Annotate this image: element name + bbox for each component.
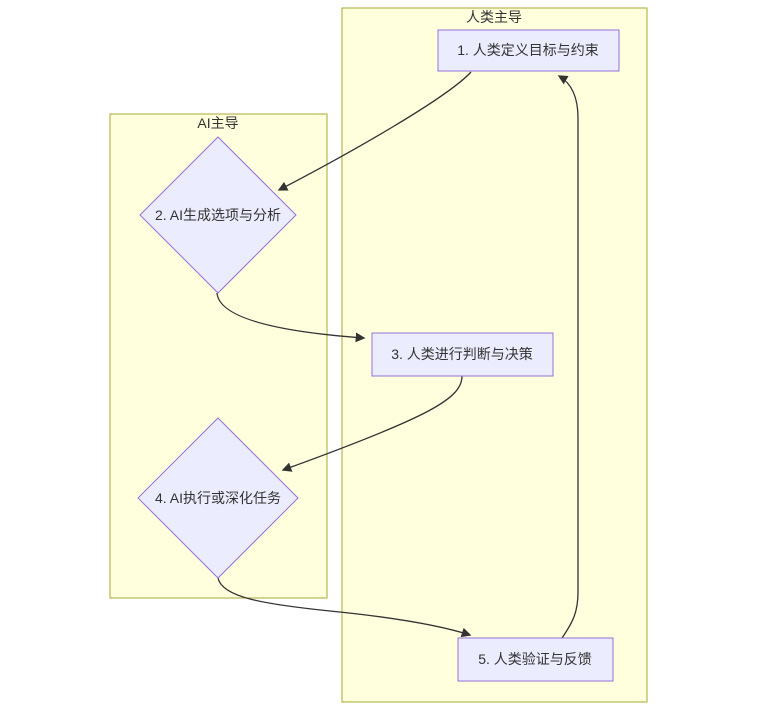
node-step3: 3. 人类进行判断与决策 (371, 332, 554, 377)
node-step4-diamond (137, 417, 299, 579)
node-step1-label: 1. 人类定义目标与约束 (457, 42, 599, 58)
node-step2-diamond (139, 136, 297, 294)
edge-step5-step1 (557, 75, 579, 639)
node-step2: 2. AI生成选项与分析 (139, 136, 297, 294)
node-step5-box (457, 637, 614, 682)
edge-step4-step5 (217, 577, 472, 638)
node-step1-box (437, 29, 620, 72)
node-step5: 5. 人类验证与反馈 (457, 637, 614, 682)
edge-step1-step2 (277, 71, 472, 191)
edge-layer (216, 71, 579, 639)
edge-step3-step4 (281, 375, 463, 472)
edge-step2-step3 (216, 292, 366, 343)
node-step3-box (371, 332, 554, 377)
container-human-led-label: 人类主导 (466, 9, 522, 25)
node-step4-label: 4. AI执行或深化任务 (155, 490, 281, 506)
node-step3-label: 3. 人类进行判断与决策 (391, 346, 533, 362)
node-step5-label: 5. 人类验证与反馈 (478, 651, 592, 667)
node-step4: 4. AI执行或深化任务 (137, 417, 299, 579)
node-step1: 1. 人类定义目标与约束 (437, 29, 620, 72)
container-ai-led-label: AI主导 (197, 115, 238, 131)
node-step2-label: 2. AI生成选项与分析 (155, 207, 281, 223)
